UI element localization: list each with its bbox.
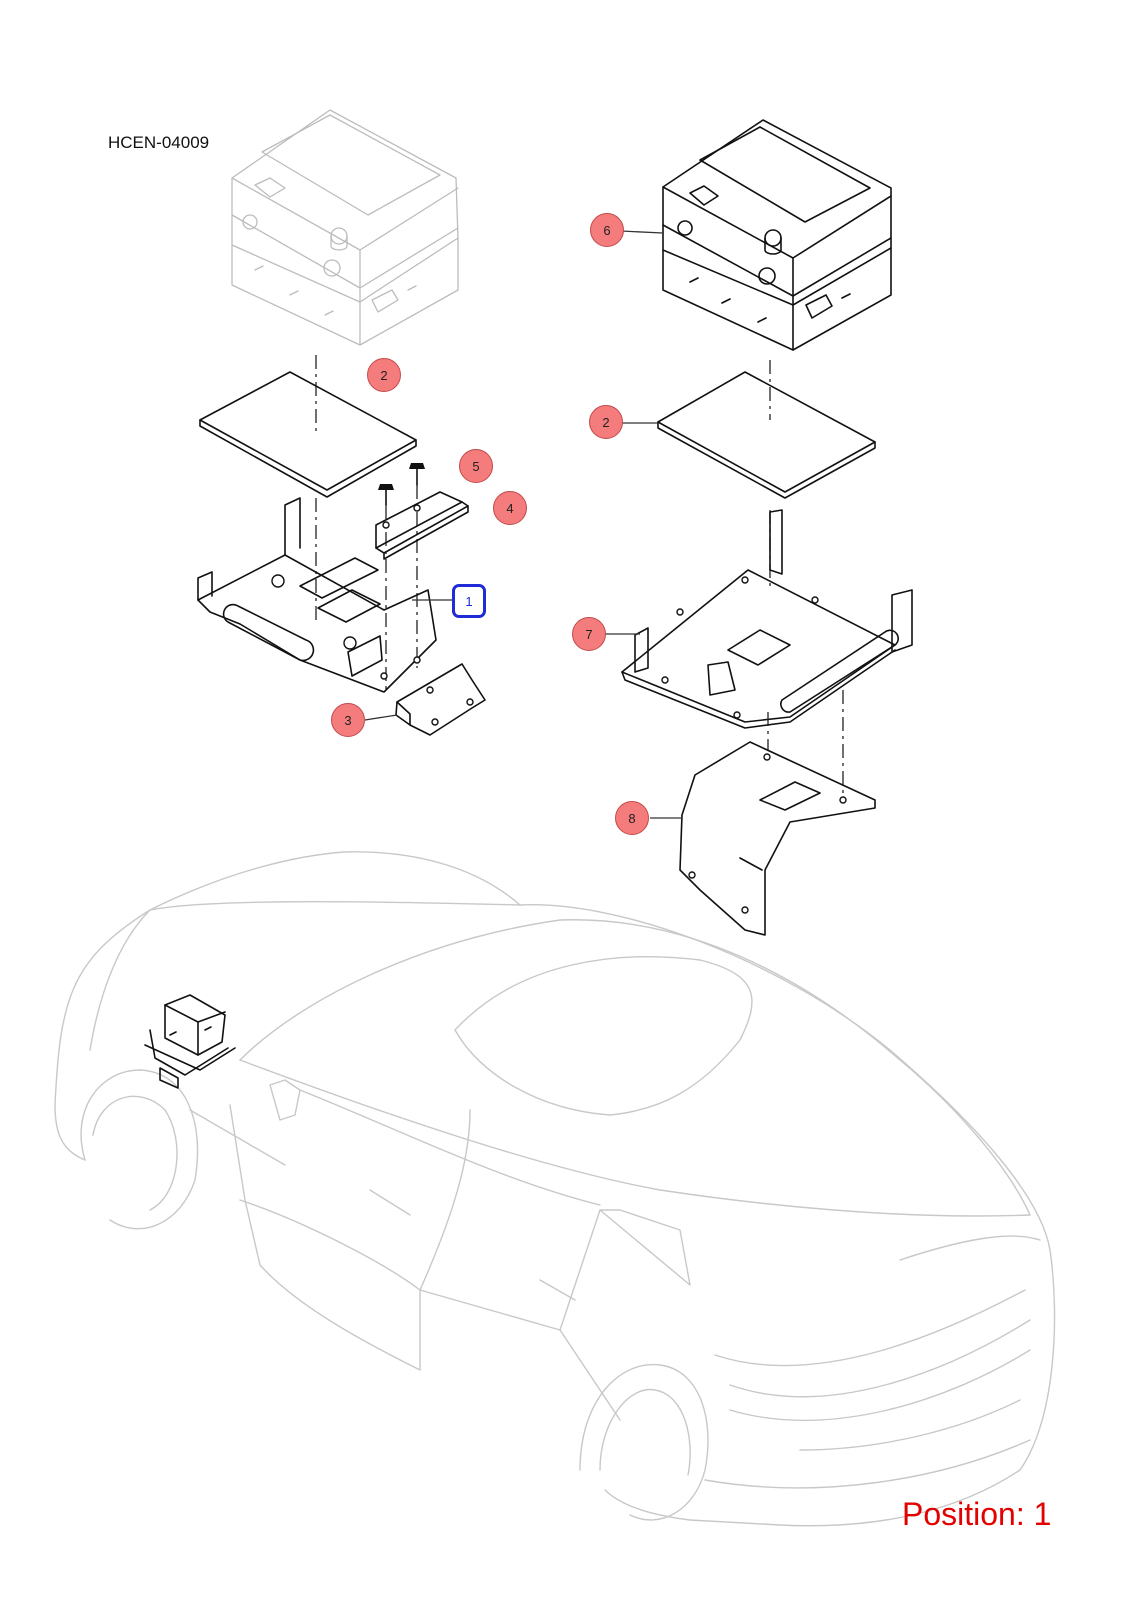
callout-5[interactable]: 5 [459, 449, 493, 483]
bracket-part-1 [197, 497, 452, 693]
callout-8[interactable]: 8 [615, 801, 649, 835]
vehicle-outline [54, 851, 1056, 1527]
screws [378, 463, 425, 690]
callout-1-selected[interactable]: 1 [452, 584, 486, 618]
bracket-part-7 [605, 509, 913, 729]
callout-6[interactable]: 6 [590, 213, 624, 247]
position-label: Position: 1 [902, 1496, 1052, 1532]
bracket-part-4 [375, 491, 469, 560]
right-module [620, 119, 892, 351]
clip-part-3 [364, 663, 486, 736]
callout-4[interactable]: 4 [493, 491, 527, 525]
vehicle-module-location [144, 994, 236, 1089]
bracket-part-8 [650, 741, 876, 936]
left-module-ghost [231, 109, 459, 346]
callout-2-left[interactable]: 2 [367, 358, 401, 392]
pad-left [199, 371, 417, 498]
document-code: HCEN-04009 [108, 133, 210, 152]
pad-right [622, 371, 876, 499]
callout-2-right[interactable]: 2 [589, 405, 623, 439]
callout-7[interactable]: 7 [572, 617, 606, 651]
callout-3[interactable]: 3 [331, 703, 365, 737]
